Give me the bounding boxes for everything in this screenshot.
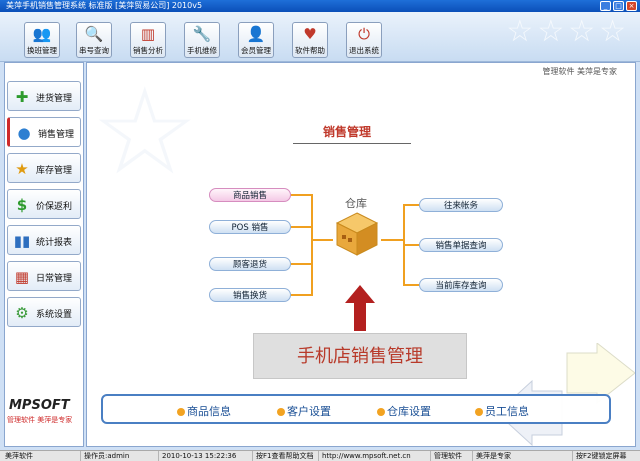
connector-line: [291, 226, 311, 228]
plus-icon: ✚: [15, 88, 29, 106]
mpsoft-logo: MPSOFT: [9, 398, 70, 413]
status-operator: 操作员:admin: [80, 451, 129, 461]
bullet-icon: [177, 408, 185, 416]
toolbar: ☆☆☆☆ 👥 换班管理 🔍 串号查询 ▥ 销售分析 🔧 手机维修 👤 会员管理 …: [0, 12, 640, 62]
connector-line: [403, 204, 419, 206]
promo-banner: 手机店销售管理: [253, 333, 467, 379]
close-button[interactable]: ×: [626, 1, 637, 11]
warehouse-box-icon[interactable]: [333, 209, 381, 257]
quick-link-customer-settings[interactable]: 客户设置: [277, 403, 331, 419]
search-icon: 🔍: [84, 25, 104, 43]
sidebar-item-purchase[interactable]: ✚ 进货管理: [7, 81, 81, 111]
sidebar-item-price-protection[interactable]: $ 价保返利: [7, 189, 81, 219]
star-watermark-icon: ☆: [91, 63, 199, 202]
member-management-button[interactable]: 👤 会员管理: [238, 22, 274, 58]
connector-line: [291, 194, 311, 196]
user-swap-icon: 👥: [32, 25, 52, 43]
title-underline: [293, 143, 411, 144]
status-datetime: 2010-10-13 15:22:36: [158, 451, 236, 461]
status-slogan-a: 管理软件: [430, 451, 462, 461]
accounts-button[interactable]: 往来帐务: [419, 198, 503, 212]
status-app: 美萍软件: [5, 452, 33, 460]
minimize-button[interactable]: _: [600, 1, 611, 11]
bar-chart-icon: ▮▮: [13, 232, 31, 250]
warehouse-label: 仓库: [345, 197, 367, 210]
globe-icon: ●: [17, 124, 31, 142]
window-controls: _ □ ×: [600, 1, 637, 11]
customer-return-button[interactable]: 顾客退货: [209, 257, 291, 271]
header-slogan: 管理软件 美萍是专家: [542, 67, 617, 76]
connector-line: [381, 239, 403, 241]
member-icon: 👤: [246, 25, 266, 43]
arrow-up-icon: [345, 285, 375, 331]
shift-management-button[interactable]: 👥 换班管理: [24, 22, 60, 58]
status-url[interactable]: http://www.mpsoft.net.cn: [318, 451, 411, 461]
wrench-icon: 🔧: [192, 25, 212, 43]
status-help-hint: 按F1查看帮助文档: [252, 451, 313, 461]
star-icon: ★: [15, 160, 29, 178]
sales-document-query-button[interactable]: 销售单据查询: [419, 238, 503, 252]
sales-exchange-button[interactable]: 销售换货: [209, 288, 291, 302]
logo-slogan: 管理软件 美萍是专家: [7, 416, 73, 424]
quick-links-bar: 商品信息 客户设置 仓库设置 员工信息: [101, 394, 611, 424]
connector-line: [403, 244, 419, 246]
sidebar-item-inventory[interactable]: ★ 库存管理: [7, 153, 81, 183]
software-help-button[interactable]: ♥ 软件帮助: [292, 22, 328, 58]
connector-line: [311, 239, 333, 241]
phone-repair-button[interactable]: 🔧 手机维修: [184, 22, 220, 58]
bullet-icon: [377, 408, 385, 416]
exit-system-button[interactable]: ⏻ 退出系统: [346, 22, 382, 58]
current-stock-query-button[interactable]: 当前库存查询: [419, 278, 503, 292]
serial-query-button[interactable]: 🔍 串号查询: [76, 22, 112, 58]
help-icon: ♥: [303, 25, 317, 43]
sidebar-item-sales[interactable]: ● 销售管理: [7, 117, 81, 147]
stars-decoration: ☆☆☆☆: [506, 14, 630, 49]
sidebar-item-daily[interactable]: ▦ 日常管理: [7, 261, 81, 291]
quick-link-warehouse-settings[interactable]: 仓库设置: [377, 403, 431, 419]
sales-analysis-button[interactable]: ▥ 销售分析: [130, 22, 166, 58]
window-title: 美萍手机销售管理系统 标准版 [美萍贸易公司] 2010v5: [6, 1, 203, 10]
status-bar: 美萍软件 操作员:admin 2010-10-13 15:22:36 按F1查看…: [0, 450, 640, 461]
status-lock-hint: 按F2键锁定屏幕: [572, 451, 626, 461]
maximize-button[interactable]: □: [613, 1, 624, 11]
connector-line: [291, 263, 311, 265]
quick-link-product-info[interactable]: 商品信息: [177, 403, 231, 419]
status-slogan-b: 美萍是专家: [472, 451, 511, 461]
connector-line: [403, 284, 419, 286]
section-title: 销售管理: [323, 125, 372, 139]
title-bar: 美萍手机销售管理系统 标准版 [美萍贸易公司] 2010v5 _ □ ×: [0, 0, 640, 12]
power-icon: ⏻: [358, 25, 370, 43]
chart-icon: ▥: [140, 25, 156, 43]
connector-line: [291, 294, 311, 296]
bullet-icon: [475, 408, 483, 416]
main-panel: ☆ 管理软件 美萍是专家 销售管理 商品销售 POS 销售 顾客退货 销售换货 …: [86, 62, 636, 447]
product-sales-button[interactable]: 商品销售: [209, 188, 291, 202]
gear-icon: ⚙: [15, 304, 29, 322]
pos-sales-button[interactable]: POS 销售: [209, 220, 291, 234]
bullet-icon: [277, 408, 285, 416]
sidebar-item-settings[interactable]: ⚙ 系统设置: [7, 297, 81, 327]
dollar-icon: $: [16, 196, 28, 214]
sidebar: ✚ 进货管理 ● 销售管理 ★ 库存管理 $ 价保返利 ▮▮ 统计报表 ▦ 日常…: [4, 62, 84, 447]
calendar-icon: ▦: [14, 268, 30, 286]
quick-link-employee-info[interactable]: 员工信息: [475, 403, 529, 419]
connector-line: [311, 194, 313, 296]
sidebar-item-reports[interactable]: ▮▮ 统计报表: [7, 225, 81, 255]
